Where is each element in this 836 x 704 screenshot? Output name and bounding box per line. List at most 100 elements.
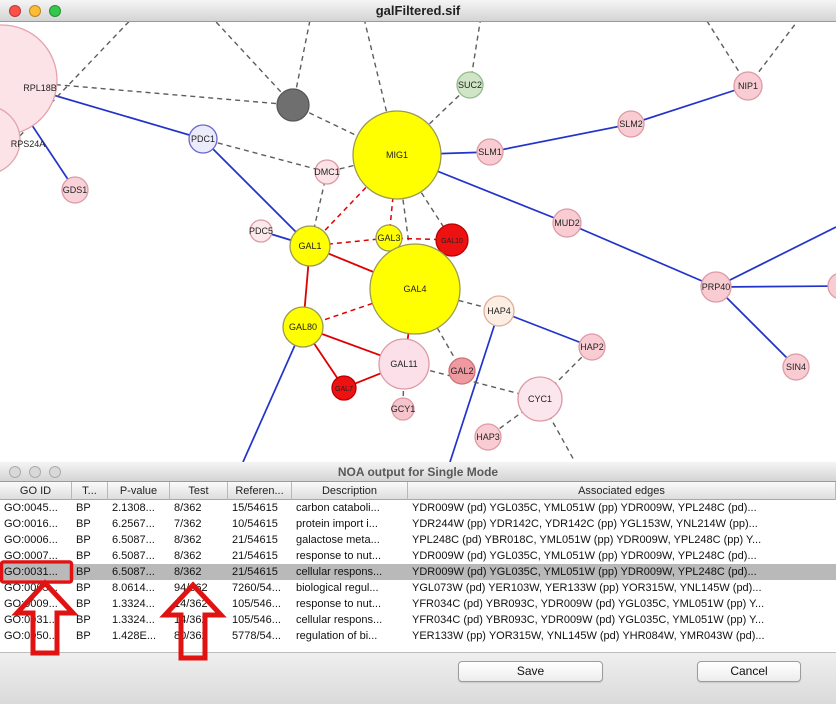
node-label-gal4: GAL4 [403,284,426,294]
node-cyc1[interactable] [517,376,563,422]
cell-ref: 21/54615 [232,534,278,546]
node-gray1[interactable] [276,88,310,122]
cell-test: 80/362 [174,630,208,642]
node-slm2[interactable] [617,110,645,138]
cell-desc: regulation of bi... [296,630,378,642]
node-sin4[interactable] [782,353,810,381]
close-button[interactable] [9,465,21,478]
cell-type: BP [76,534,91,546]
node-gal1[interactable] [289,225,331,267]
node-hap4[interactable] [483,295,515,327]
network-edge [403,363,541,400]
node-gal80[interactable] [282,306,324,348]
node-pdc1[interactable] [188,124,218,154]
node-nip1[interactable] [733,71,763,101]
node-edge_r[interactable] [827,273,836,299]
network-edge [215,22,294,106]
cell-test: 8/362 [174,534,202,546]
cell-test: 94/362 [174,582,208,594]
cell-go: GO:0007... [4,550,58,562]
node-gal2[interactable] [448,357,476,385]
node-slm1[interactable] [476,138,504,166]
node-dmc1[interactable] [314,159,340,185]
node-label-suc2: SUC2 [458,80,482,90]
network-edge [396,84,471,156]
cell-edges: YGL073W (pd) YER103W, YER133W (pp) YOR31… [412,582,762,594]
zoom-button[interactable] [49,465,61,478]
traffic-lights [9,4,61,17]
node-label-gal80: GAL80 [289,322,317,332]
zoom-button[interactable] [49,4,61,17]
cancel-button[interactable]: Cancel [697,661,801,682]
close-button[interactable] [9,4,21,17]
node-label-slm2: SLM2 [619,119,643,129]
cell-ref: 10/54615 [232,518,278,530]
noa-window-title: NOA output for Single Mode [337,464,499,479]
node-label-rpl18b: RPL18B [23,83,57,93]
graph-window-titlebar[interactable]: galFiltered.sif [0,0,836,22]
save-button[interactable]: Save [458,661,603,682]
node-label-gal3: GAL3 [377,233,400,243]
node-mig1[interactable] [352,110,442,200]
node-hap2[interactable] [578,333,606,361]
node-label-hap4: HAP4 [487,306,511,316]
cell-p: 6.5087... [112,550,155,562]
network-edge [715,286,797,368]
network-edge [388,154,398,239]
column-header-desc[interactable]: Description [292,482,408,500]
node-label-hap2: HAP2 [580,342,604,352]
node-label-gcy1: GCY1 [391,404,416,414]
node-gal11[interactable] [378,338,430,390]
node-label-hap3: HAP3 [476,432,500,442]
cell-edges: YFR034C (pd) YBR093C, YDR009W (pd) YGL03… [412,598,765,610]
column-header-test[interactable]: Test [170,482,228,500]
node-label-pdc5: PDC5 [249,226,273,236]
cell-desc: carbon cataboli... [296,502,380,514]
network-edge [498,310,593,348]
node-pdc5[interactable] [249,219,273,243]
column-header-p[interactable]: P-value [108,482,170,500]
node-gal10[interactable] [435,223,469,257]
minimize-button[interactable] [29,4,41,17]
network-edge [489,123,632,153]
column-header-ref[interactable]: Referen... [228,482,292,500]
node-hap3[interactable] [474,423,502,451]
cell-edges: YPL248C (pd) YBR018C, YML051W (pp) YDR00… [412,534,762,546]
node-gal3[interactable] [375,224,403,252]
node-rps24a[interactable] [0,106,21,174]
node-label-sin4: SIN4 [786,362,806,372]
network-edge [706,22,749,87]
column-header-edges[interactable]: Associated edges [408,482,836,500]
node-gal7[interactable] [331,375,357,401]
node-gcy1[interactable] [391,397,415,421]
node-label-cyc1: CYC1 [528,394,552,404]
noa-traffic-lights [9,465,61,478]
network-edge [414,288,463,372]
network-edge [364,22,398,156]
node-label-prp40: PRP40 [702,282,731,292]
cell-type: BP [76,566,91,578]
node-gal4[interactable] [369,243,461,335]
column-header-type[interactable]: T... [72,482,108,500]
cell-edges: YER133W (pp) YOR315W, YNL145W (pd) YHR08… [412,630,765,642]
node-label-gal10: GAL10 [441,238,463,245]
node-prp40[interactable] [700,271,732,303]
network-edge [566,222,717,288]
column-header-go[interactable]: GO ID [0,482,72,500]
cell-p: 1.3324... [112,614,155,626]
minimize-button[interactable] [29,465,41,478]
node-suc2[interactable] [456,71,484,99]
noa-window-titlebar[interactable]: NOA output for Single Mode [0,462,836,482]
node-mud2[interactable] [552,208,582,238]
node-gds1[interactable] [61,176,89,204]
